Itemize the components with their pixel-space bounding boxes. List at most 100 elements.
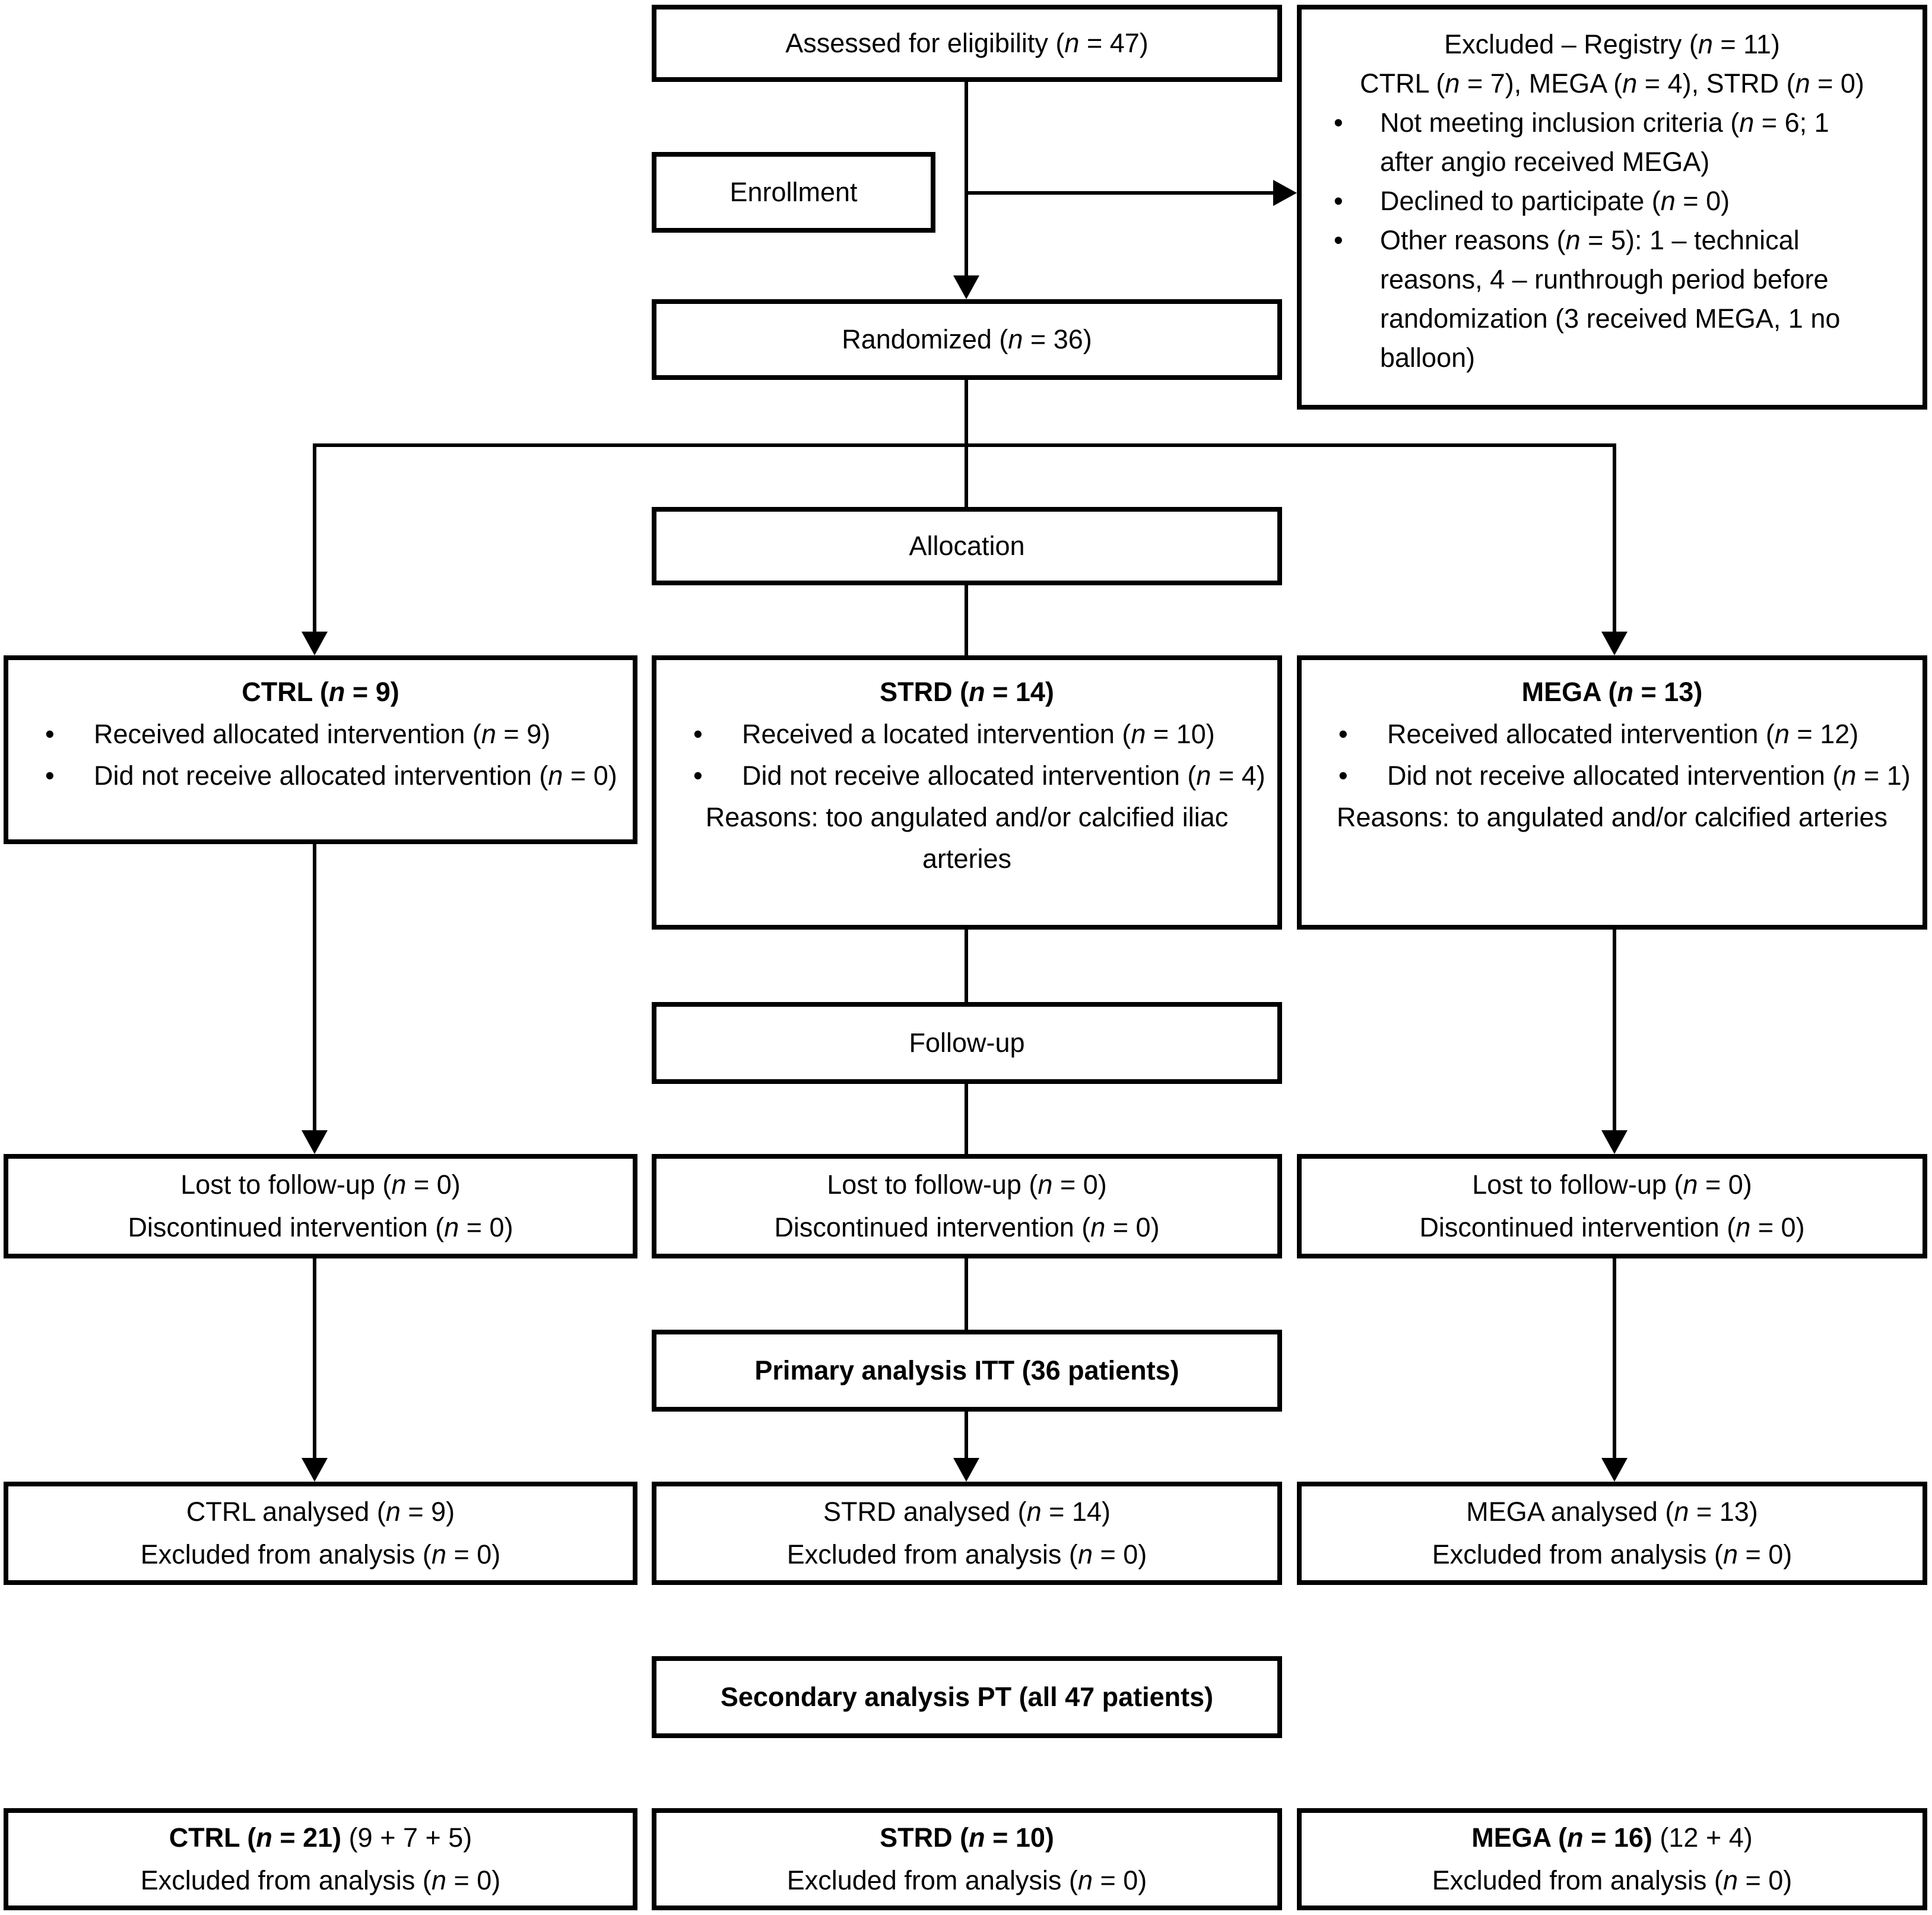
- assessed-text: Assessed for eligibility (n = 47): [785, 28, 1149, 58]
- arm-bullet-item: • Did not receive allocated intervention…: [1302, 755, 1923, 797]
- followup-label: Follow-up: [909, 1028, 1025, 1058]
- arm-box-ctrl: CTRL (n = 9) • Received allocated interv…: [4, 655, 637, 844]
- randomized-box: Randomized (n = 36): [652, 299, 1282, 380]
- final-line1: STRD (n = 10): [880, 1816, 1054, 1859]
- arm-box-mega: MEGA (n = 13) • Received allocated inter…: [1297, 655, 1927, 930]
- connector-mega-to-lost: [1613, 930, 1616, 1131]
- enrollment-label-box: Enrollment: [652, 152, 935, 233]
- arm-bullet-text: Did not receive allocated intervention (…: [742, 760, 1265, 791]
- arm-bullet-text: Received allocated intervention (n = 9): [94, 719, 551, 749]
- final-title-rest: (9 + 7 + 5): [341, 1822, 472, 1853]
- connector-primary-to-analysed: [965, 1412, 968, 1459]
- lost-line1: Lost to follow-up (n = 0): [1472, 1169, 1752, 1200]
- analysed-line2: Excluded from analysis (n = 0): [1432, 1539, 1793, 1570]
- arm-bullet-text: Did not receive allocated intervention (…: [94, 760, 617, 791]
- arm-reasons-note: Reasons: to angulated and/or calcified a…: [1336, 802, 1888, 832]
- connector-randomized-to-branch: [965, 380, 968, 445]
- analysed-line2: Excluded from analysis (n = 0): [140, 1539, 501, 1570]
- allocation-label-box: Allocation: [652, 507, 1282, 585]
- arrowhead-ctrl-lost: [302, 1130, 328, 1154]
- arm-reasons-note: Reasons: too angulated and/or calcified …: [705, 802, 1229, 874]
- bullet-icon: •: [1338, 760, 1348, 791]
- connector-branch-to-allocation: [965, 445, 968, 507]
- final-line2: Excluded from analysis (n = 0): [786, 1865, 1147, 1895]
- arm-bullet-text: Did not receive allocated intervention (…: [1387, 760, 1911, 791]
- analysed-line1: STRD analysed (n = 14): [823, 1497, 1111, 1527]
- lost-box-strd: Lost to follow-up (n = 0) Discontinued i…: [652, 1154, 1282, 1258]
- lost-line2: Discontinued intervention (n = 0): [1419, 1212, 1805, 1242]
- followup-label-box: Follow-up: [652, 1002, 1282, 1084]
- analysed-line1: MEGA analysed (n = 13): [1466, 1497, 1758, 1527]
- analysed-line2: Excluded from analysis (n = 0): [786, 1539, 1147, 1570]
- arrowhead-mega-lost: [1601, 1130, 1628, 1154]
- bullet-icon: •: [1338, 719, 1348, 749]
- arrowhead-strd-analysed: [953, 1458, 979, 1482]
- primary-analysis-box: Primary analysis ITT (36 patients): [652, 1330, 1282, 1412]
- arrowhead-ctrl-arm: [302, 632, 328, 655]
- lost-box-ctrl: Lost to follow-up (n = 0) Discontinued i…: [4, 1154, 637, 1258]
- excluded-bullet-item: • Not meeting inclusion criteria (n = 6;…: [1325, 103, 1863, 182]
- final-line1: MEGA (n = 16) (12 + 4): [1471, 1816, 1753, 1859]
- bullet-icon: •: [1334, 225, 1343, 255]
- excluded-box: Excluded – Registry (n = 11) CTRL (n = 7…: [1297, 5, 1927, 410]
- arm-bullet-item: • Did not receive allocated intervention…: [8, 755, 633, 797]
- final-line1: CTRL (n = 21) (9 + 7 + 5): [169, 1816, 472, 1859]
- bullet-icon: •: [693, 719, 703, 749]
- bullet-icon: •: [1334, 186, 1343, 216]
- bullet-icon: •: [45, 760, 55, 791]
- lost-box-mega: Lost to follow-up (n = 0) Discontinued i…: [1297, 1154, 1927, 1258]
- arrowhead-mega-arm: [1601, 632, 1628, 655]
- connector-mega-lost-to-analysed: [1613, 1258, 1616, 1459]
- final-title-bold: CTRL (n = 21): [169, 1822, 342, 1853]
- connector-ctrl-to-lost: [313, 844, 316, 1131]
- connector-to-excluded: [966, 191, 1273, 195]
- analysed-line1: CTRL analysed (n = 9): [186, 1497, 455, 1527]
- randomized-text: Randomized (n = 36): [842, 324, 1092, 354]
- analysed-box-strd: STRD analysed (n = 14) Excluded from ana…: [652, 1482, 1282, 1585]
- lost-line1: Lost to follow-up (n = 0): [827, 1169, 1107, 1200]
- connector-lost-to-primary: [965, 1258, 968, 1330]
- final-title-bold: MEGA (n = 16): [1471, 1822, 1652, 1853]
- arrowhead-randomized: [953, 275, 979, 299]
- arrowhead-mega-analysed: [1601, 1458, 1628, 1482]
- secondary-analysis-text: Secondary analysis PT (all 47 patients): [720, 1682, 1214, 1712]
- allocation-label: Allocation: [909, 531, 1025, 561]
- connector-strd-to-followup: [965, 930, 968, 1002]
- lost-line2: Discontinued intervention (n = 0): [774, 1212, 1160, 1242]
- bullet-icon: •: [1334, 107, 1343, 138]
- connector-assessed-to-randomized: [965, 82, 968, 277]
- primary-analysis-text: Primary analysis ITT (36 patients): [754, 1355, 1179, 1385]
- final-box-ctrl: CTRL (n = 21) (9 + 7 + 5) Excluded from …: [4, 1808, 637, 1910]
- arm-bullet-item: • Received allocated intervention (n = 1…: [1302, 714, 1923, 755]
- secondary-analysis-box: Secondary analysis PT (all 47 patients): [652, 1656, 1282, 1738]
- arm-bullet-text: Received a located intervention (n = 10): [742, 719, 1215, 749]
- lost-line1: Lost to follow-up (n = 0): [180, 1169, 461, 1200]
- connector-allocation-to-strd: [965, 585, 968, 655]
- connector-branch-to-ctrl: [313, 443, 316, 633]
- arrowhead-ctrl-analysed: [302, 1458, 328, 1482]
- excluded-bullet-item: • Other reasons (n = 5): 1 – technical r…: [1325, 221, 1863, 378]
- analysed-box-mega: MEGA analysed (n = 13) Excluded from ana…: [1297, 1482, 1927, 1585]
- lost-line2: Discontinued intervention (n = 0): [128, 1212, 513, 1242]
- arm-title: CTRL (n = 9): [242, 677, 399, 707]
- excluded-bullet-text: Not meeting inclusion criteria (n = 6; 1…: [1380, 107, 1829, 177]
- excluded-bullet-item: • Declined to participate (n = 0): [1325, 182, 1863, 221]
- final-box-mega: MEGA (n = 16) (12 + 4) Excluded from ana…: [1297, 1808, 1927, 1910]
- bullet-icon: •: [45, 719, 55, 749]
- final-line2: Excluded from analysis (n = 0): [140, 1865, 501, 1895]
- excluded-bullet-text: Other reasons (n = 5): 1 – technical rea…: [1380, 225, 1841, 373]
- arm-title: STRD (n = 14): [880, 677, 1054, 707]
- final-box-strd: STRD (n = 10) Excluded from analysis (n …: [652, 1808, 1282, 1910]
- enrollment-label: Enrollment: [729, 177, 858, 207]
- arm-bullet-item: • Received allocated intervention (n = 9…: [8, 714, 633, 755]
- excluded-subtitle: CTRL (n = 7), MEGA (n = 4), STRD (n = 0): [1360, 68, 1864, 99]
- analysed-box-ctrl: CTRL analysed (n = 9) Excluded from anal…: [4, 1482, 637, 1585]
- connector-followup-to-lost: [965, 1084, 968, 1154]
- connector-branch-to-mega: [1613, 443, 1616, 633]
- arm-bullet-item: • Received a located intervention (n = 1…: [656, 714, 1277, 755]
- arm-bullet-item: • Did not receive allocated intervention…: [656, 755, 1277, 797]
- arm-title: MEGA (n = 13): [1521, 677, 1703, 707]
- arm-box-strd: STRD (n = 14) • Received a located inter…: [652, 655, 1282, 930]
- final-title-rest: (12 + 4): [1652, 1822, 1753, 1853]
